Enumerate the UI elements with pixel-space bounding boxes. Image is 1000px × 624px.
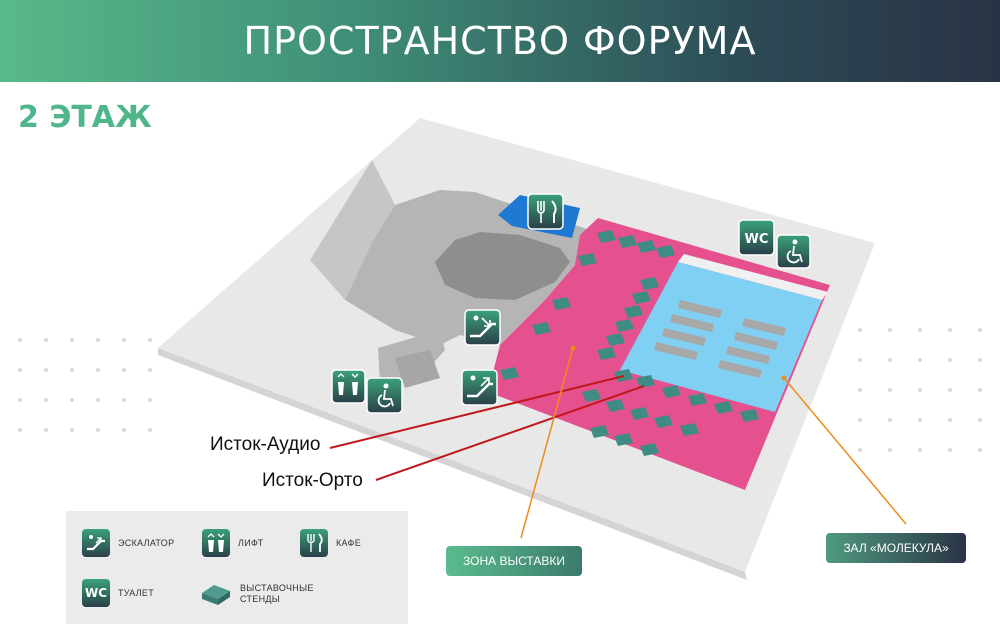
floor-label: 2 ЭТАЖ: [18, 100, 152, 135]
hall-seats: [654, 300, 786, 378]
wc-icon: WC: [82, 579, 110, 607]
zone-line-expo: [520, 347, 574, 539]
zone-line-hall: [783, 377, 907, 525]
zone-badge-expo[interactable]: ЗОНА ВЫСТАВКИ: [446, 546, 582, 576]
hall-molecule: [620, 262, 822, 412]
callout-line-audio: [329, 375, 625, 449]
escalator-map-icon-1[interactable]: [464, 309, 501, 346]
floor-slab-edge: [158, 348, 747, 580]
legend-stands-line1: ВЫСТАВОЧНЫЕ: [240, 583, 314, 593]
svg-text:WC: WC: [745, 232, 769, 247]
escalator-map-icon-2[interactable]: [461, 369, 498, 406]
atrium-left-ramp: [310, 160, 395, 300]
dot-grid-right: [858, 328, 982, 452]
page-title: ПРОСТРАНСТВО ФОРУМА: [243, 19, 757, 63]
atrium-inner: [435, 232, 570, 300]
legend-stands-line2: СТЕНДЫ: [240, 594, 281, 604]
zone-dot-hall: [781, 375, 787, 381]
dot-grid-left: [18, 338, 152, 432]
zone-badge-hall[interactable]: ЗАЛ «МОЛЕКУЛА»: [826, 533, 966, 563]
legend-stands: ВЫСТАВОЧНЫЕ СТЕНДЫ: [200, 581, 330, 607]
callout-istok-orto: Исток-Орто: [262, 470, 363, 491]
legend-escalator-label: ЭСКАЛАТОР: [118, 537, 175, 548]
legend-cafe: КАФЕ: [300, 529, 361, 557]
callout-istok-audio: Исток-Аудио: [210, 434, 321, 455]
lift-icon: [202, 529, 230, 557]
legend-lift: ЛИФТ: [202, 529, 263, 557]
escalator-icon: [82, 529, 110, 557]
wc-map-icon[interactable]: WC: [738, 219, 775, 256]
lift-map-icon[interactable]: [331, 369, 366, 404]
legend-cafe-label: КАФЕ: [336, 537, 361, 548]
wheelchair-map-icon-top[interactable]: [776, 234, 811, 269]
fork-knife-icon: [300, 529, 328, 557]
legend-wc: WC ТУАЛЕТ: [82, 579, 154, 607]
callout-line-orto: [375, 385, 645, 481]
wheelchair-map-icon-bottom[interactable]: [366, 377, 403, 414]
zone-dot-expo: [570, 345, 576, 351]
hall-wall: [678, 254, 828, 300]
page-header: ПРОСТРАНСТВО ФОРУМА: [0, 0, 1000, 82]
legend-wc-label: ТУАЛЕТ: [118, 587, 155, 598]
cafe-map-icon[interactable]: [527, 193, 564, 230]
legend-lift-label: ЛИФТ: [238, 537, 264, 548]
legend: ЭСКАЛАТОР ЛИФТ КАФЕ WC ТУАЛЕТ: [66, 511, 408, 624]
exhibition-stand-icon: [202, 585, 230, 605]
legend-escalator: ЭСКАЛАТОР: [82, 529, 174, 557]
stair-block: [395, 350, 440, 388]
legend-stands-label: ВЫСТАВОЧНЫЕ СТЕНДЫ: [240, 583, 330, 605]
